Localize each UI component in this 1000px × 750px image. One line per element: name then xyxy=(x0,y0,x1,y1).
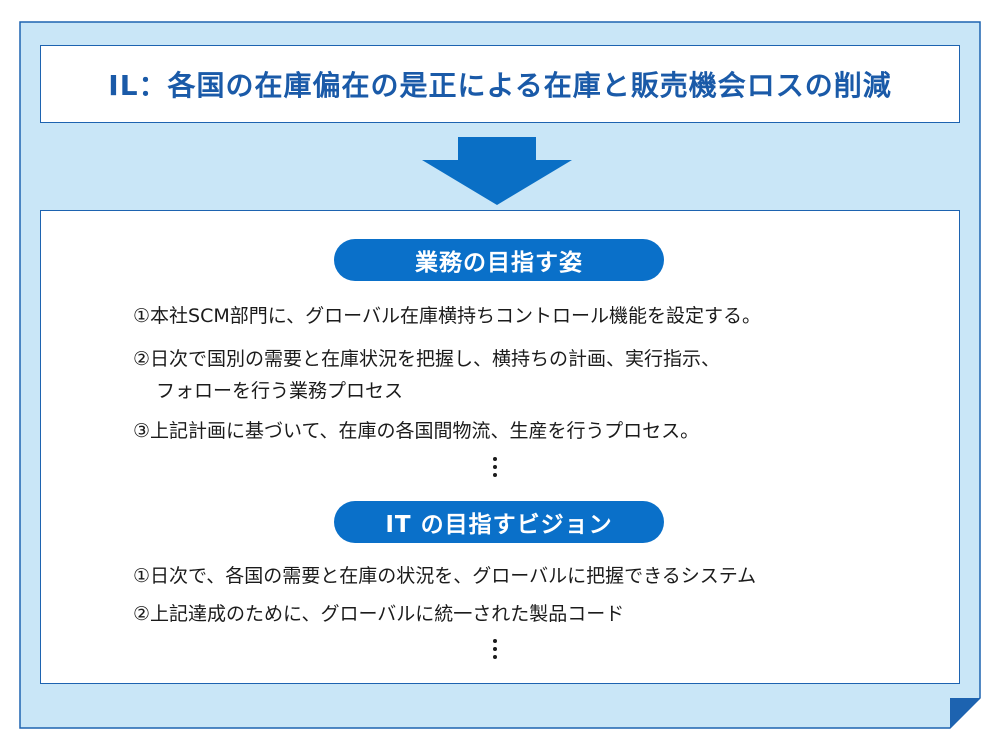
goal-title: IL：各国の在庫偏在の是正による在庫と販売機会ロスの削減 xyxy=(108,69,892,102)
goal-title-box: IL：各国の在庫偏在の是正による在庫と販売機会ロスの削減 xyxy=(40,45,960,123)
section-heading-it: IT の目指すビジョン xyxy=(334,501,664,543)
down-arrow-icon xyxy=(422,137,572,205)
it-item-2: ②上記達成のために、グローバルに統一された製品コード xyxy=(133,603,625,625)
ellipsis-vertical-icon xyxy=(493,457,497,477)
business-item-3: ③上記計画に基づいて、在庫の各国間物流、生産を行うプロセス。 xyxy=(133,420,700,442)
business-item-2: ②日次で国別の需要と在庫状況を把握し、横持ちの計画、実行指示、 xyxy=(133,348,721,370)
section-heading-business: 業務の目指す姿 xyxy=(334,239,664,281)
ellipsis-vertical-icon xyxy=(493,639,497,659)
business-item-2-continued: フォローを行う業務プロセス xyxy=(156,380,404,402)
page-curl xyxy=(950,698,980,728)
it-item-1: ①日次で、各国の需要と在庫の状況を、グローバルに把握できるシステム xyxy=(133,565,757,587)
content-box: 業務の目指す姿 ①本社SCM部門に、グローバル在庫横持ちコントロール機能を設定す… xyxy=(40,210,960,684)
business-item-1: ①本社SCM部門に、グローバル在庫横持ちコントロール機能を設定する。 xyxy=(133,305,761,327)
